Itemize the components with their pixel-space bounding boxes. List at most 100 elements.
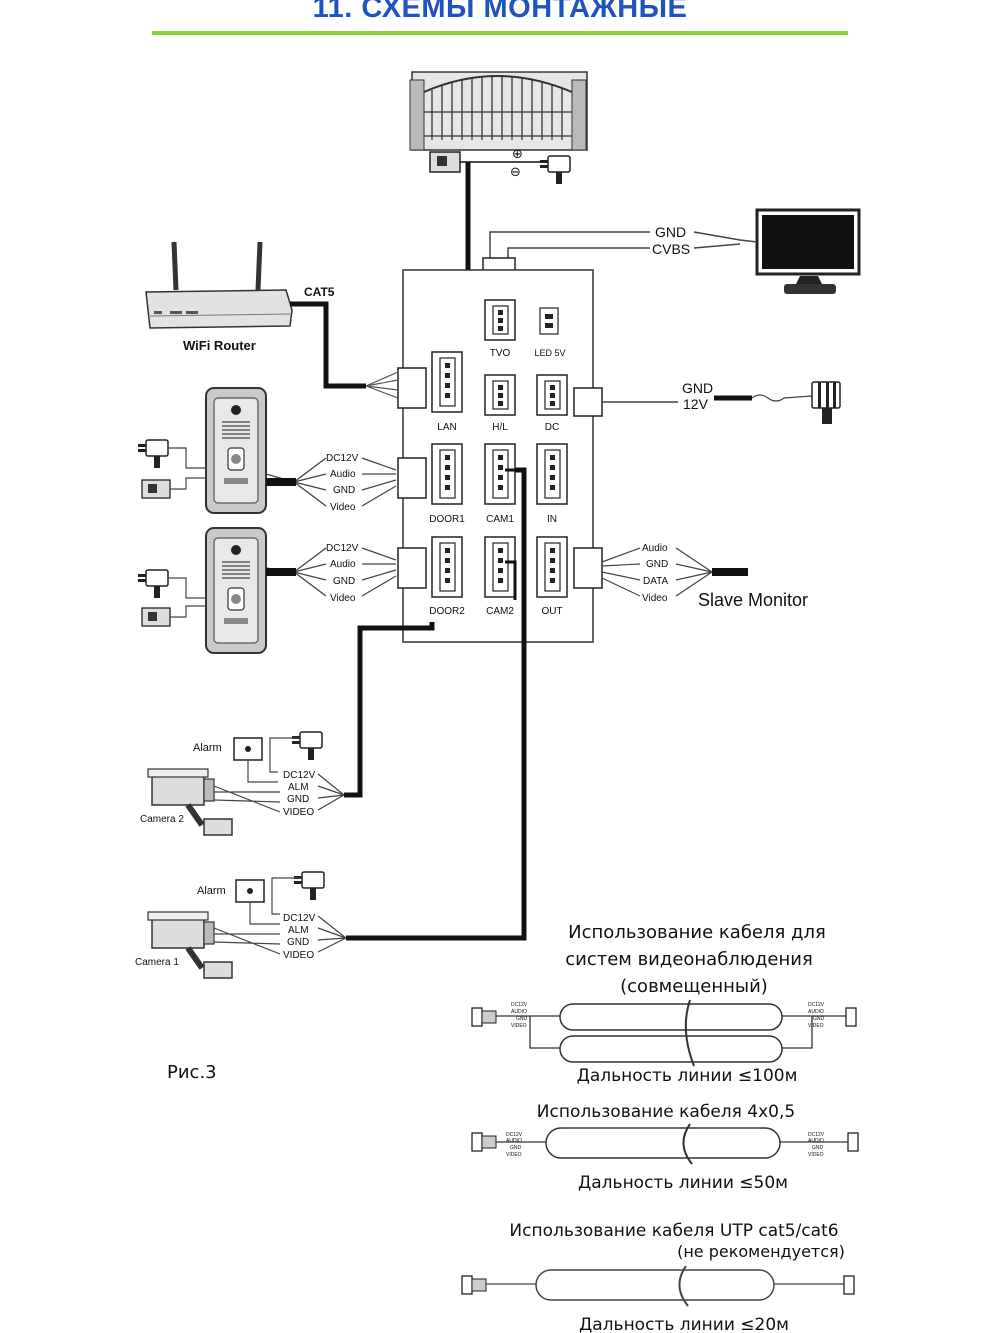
door2-wire-gnd: GND (333, 576, 355, 587)
cable1-right-wire-video: VIDEO (808, 1023, 824, 1029)
camera2-power-plug-icon (291, 731, 323, 761)
camera2-wire-alm: ALM (288, 782, 309, 793)
gate-icon (409, 71, 588, 151)
plus-icon: ⊕ (512, 146, 523, 161)
cat5-label: CAT5 (304, 285, 335, 299)
led-port-label: LED 5V (534, 348, 565, 358)
power-gnd-label: GND (682, 380, 713, 396)
camera2-wire-gnd: GND (287, 794, 309, 805)
cable3-note: (не рекомендуется) (677, 1242, 845, 1261)
camera2-cable (344, 622, 435, 798)
camera2-wire-dc12v: DC12V (283, 770, 316, 781)
camera2-alarm-icon (233, 737, 263, 761)
monitor-icon (755, 208, 861, 294)
camera1-wire-dc12v: DC12V (283, 913, 316, 924)
cam2-port (484, 536, 516, 598)
door2-power-plug-icon (137, 569, 169, 599)
door2-port-label: DOOR2 (429, 606, 465, 617)
camera2-alarm-label: Alarm (193, 742, 222, 754)
camera2-icon (148, 769, 232, 835)
power-adapter-icon (811, 381, 841, 424)
cable1-left-wire-dc12v: DC12V (511, 1002, 528, 1008)
electric-lock-icon (429, 151, 476, 173)
cable1-range: Дальность линии ≤100м (577, 1066, 798, 1086)
cable2-right-wire-video: VIDEO (808, 1152, 824, 1158)
cable3-range: Дальность линии ≤20м (579, 1315, 789, 1333)
cam2-port-label: CAM2 (486, 606, 514, 617)
hl-port (484, 374, 516, 416)
cable2-title: Использование кабеля 4х0,5 (537, 1102, 795, 1122)
power-12v-label: 12V (683, 396, 709, 412)
cable1-title-line1: Использование кабеля для (568, 922, 826, 943)
lan-port (431, 351, 463, 413)
wifi-router-icon (145, 241, 293, 329)
power-plug-icon (539, 155, 571, 185)
monitor-cvbs-label: CVBS (652, 241, 690, 257)
camera1-icon (148, 912, 232, 978)
camera1-wire-alm: ALM (288, 925, 309, 936)
slave-wire-video: Video (642, 593, 668, 604)
door1-wire-dc12v: DC12V (326, 453, 359, 464)
door2-wire-dc12v: DC12V (326, 543, 359, 554)
slave-wire-data: DATA (643, 576, 669, 587)
camera1-alarm-label: Alarm (197, 885, 226, 897)
door1-wire-audio: Audio (330, 469, 356, 480)
cable1-left-wire-video: VIDEO (511, 1023, 527, 1029)
door2-port (431, 536, 463, 598)
door1-wire-gnd: GND (333, 485, 355, 496)
door1-port (431, 443, 463, 505)
camera1-wire-video: VIDEO (283, 950, 314, 961)
monitor-gnd-label: GND (655, 224, 686, 240)
door1-port-label: DOOR1 (429, 514, 465, 525)
cable1-left-wire-gnd: GND (516, 1016, 528, 1022)
door1-lock-icon (141, 479, 171, 499)
slave-monitor-label: Slave Monitor (698, 590, 808, 610)
cable2-left-wire-video: VIDEO (506, 1152, 522, 1158)
wifi-router-label: WiFi Router (183, 338, 256, 353)
cam1-port (484, 443, 516, 505)
cable1-right-wire-audio: AUDIO (808, 1009, 824, 1015)
camera2-wire-video: VIDEO (283, 807, 314, 818)
camera2-label: Camera 2 (140, 814, 184, 825)
minus-icon: ⊖ (510, 164, 521, 179)
in-port-label: IN (547, 514, 557, 525)
cable1-right-wire-dc12v: DC12V (808, 1002, 825, 1008)
cable2-right-wire-audio: AUDIO (808, 1138, 824, 1144)
cable2-left-wire-dc12v: DC12V (506, 1132, 523, 1138)
door2-lock-icon (141, 607, 171, 627)
camera1-power-plug-icon (293, 871, 325, 901)
camera1-wire-gnd: GND (287, 937, 309, 948)
cable2-left-wire-gnd: GND (510, 1145, 522, 1151)
door-panel-2-icon (205, 527, 267, 654)
out-port-label: OUT (541, 606, 562, 617)
cable3-title: Использование кабеля UTP cat5/cat6 (509, 1221, 838, 1241)
cable1-left-wire-audio: AUDIO (511, 1009, 527, 1015)
out-port (536, 536, 568, 598)
cam1-port-label: CAM1 (486, 514, 514, 525)
camera1-cable (346, 467, 527, 941)
cable2-right-wire-gnd: GND (812, 1145, 824, 1151)
cable1-title-line2: систем видеонаблюдения (565, 949, 813, 970)
title-rule (152, 31, 848, 35)
page-title: 11. СХЕМЫ МОНТАЖНЫЕ (312, 0, 688, 24)
cable2-right-wire-dc12v: DC12V (808, 1132, 825, 1138)
hl-port-label: H/L (492, 422, 508, 433)
cable2-left-wire-audio: AUDIO (506, 1138, 522, 1144)
cable3-illustration (461, 1265, 855, 1307)
camera1-label: Camera 1 (135, 957, 179, 968)
in-port (536, 443, 568, 505)
cable1-illustration (471, 999, 857, 1067)
dc-port-label: DC (545, 422, 559, 433)
tvo-port-label: TVO (490, 348, 511, 359)
door1-wire-video: Video (330, 502, 356, 513)
cable2-illustration (471, 1123, 859, 1165)
dc-port (536, 374, 568, 416)
door2-wire-video: Video (330, 593, 356, 604)
lan-port-label: LAN (437, 422, 456, 433)
cable1-title-line3: (совмещенный) (620, 976, 768, 997)
cable2-range: Дальность линии ≤50м (578, 1173, 788, 1193)
figure-label: Рис.3 (167, 1062, 217, 1083)
door2-wire-audio: Audio (330, 559, 356, 570)
led-icon (539, 307, 559, 335)
